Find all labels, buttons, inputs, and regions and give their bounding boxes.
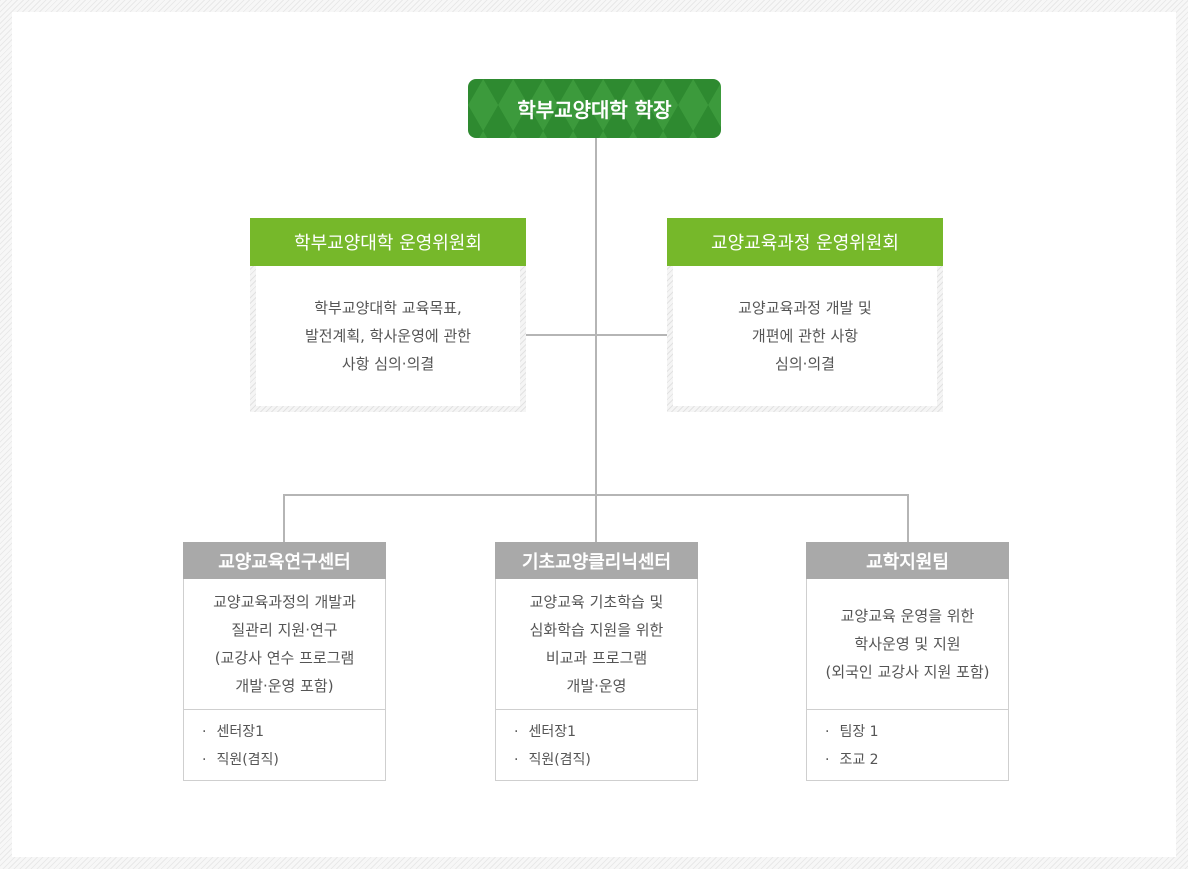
bullet-icon: · <box>202 724 207 740</box>
description-line: 교양교육과정의 개발과 <box>213 593 356 611</box>
unit-staff-list: · 팀장 1 · 조교 2 <box>825 718 1005 774</box>
bullet-icon: · <box>825 724 830 740</box>
staff-text: 센터장1 <box>216 724 265 740</box>
committee-curriculum: 교양교육과정 운영위원회 교양교육과정 개발 및 개편에 관한 사항 심의·의결 <box>667 218 943 412</box>
connector-unit-right <box>907 494 909 543</box>
description-line: 교양교육과정 개발 및 <box>738 299 872 317</box>
unit-title: 교학지원팀 <box>806 542 1009 579</box>
committee-description: 교양교육과정 개발 및 개편에 관한 사항 심의·의결 <box>673 266 937 406</box>
committee-title: 학부교양대학 운영위원회 <box>250 218 526 266</box>
unit-description: 교양교육 기초학습 및 심화학습 지원을 위한 비교과 프로그램 개발·운영 <box>496 579 697 710</box>
unit-clinic-center: 기초교양클리닉센터 교양교육 기초학습 및 심화학습 지원을 위한 비교과 프로… <box>495 542 698 781</box>
bullet-icon: · <box>202 752 207 768</box>
committee-title: 교양교육과정 운영위원회 <box>667 218 943 266</box>
unit-title: 교양교육연구센터 <box>183 542 386 579</box>
description-line: 학사운영 및 지원 <box>854 635 961 653</box>
description-line: 교양교육 기초학습 및 <box>529 593 664 611</box>
description-line: 심화학습 지원을 위한 <box>529 621 664 639</box>
description-line: 비교과 프로그램 <box>545 649 648 667</box>
connector-units-horizontal <box>283 494 909 496</box>
staff-item: · 조교 2 <box>825 746 1005 774</box>
unit-academic-support-team: 교학지원팀 교양교육 운영을 위한 학사운영 및 지원 (외국인 교강사 지원 … <box>806 542 1009 781</box>
description-line: 질관리 지원·연구 <box>231 621 338 639</box>
dean-box: 학부교양대학 학장 <box>468 79 721 138</box>
unit-staff-list: · 센터장1 · 직원(겸직) <box>202 718 382 774</box>
bullet-icon: · <box>514 752 519 768</box>
staff-text: 센터장1 <box>528 724 577 740</box>
staff-item: · 직원(겸직) <box>202 746 382 774</box>
staff-item: · 직원(겸직) <box>514 746 694 774</box>
committee-college: 학부교양대학 운영위원회 학부교양대학 교육목표, 발전계획, 학사운영에 관한… <box>250 218 526 412</box>
unit-research-center: 교양교육연구센터 교양교육과정의 개발과 질관리 지원·연구 (교강사 연수 프… <box>183 542 386 781</box>
dean-title: 학부교양대학 학장 <box>517 98 672 122</box>
connector-unit-left <box>283 494 285 543</box>
description-line: 개편에 관한 사항 <box>751 327 859 345</box>
staff-text: 직원(겸직) <box>528 752 591 768</box>
unit-description: 교양교육과정의 개발과 질관리 지원·연구 (교강사 연수 프로그램 개발·운영… <box>184 579 385 710</box>
connector-main-vertical <box>595 138 597 543</box>
description-line: (외국인 교강사 지원 포함) <box>825 663 990 681</box>
bullet-icon: · <box>514 724 519 740</box>
connector-committee-horizontal <box>526 334 667 336</box>
description-line: 개발·운영 포함) <box>235 677 334 695</box>
unit-staff-list: · 센터장1 · 직원(겸직) <box>514 718 694 774</box>
committee-description: 학부교양대학 교육목표, 발전계획, 학사운영에 관한 사항 심의·의결 <box>256 266 520 406</box>
description-line: 교양교육 운영을 위한 <box>840 607 975 625</box>
staff-item: · 팀장 1 <box>825 718 1005 746</box>
staff-item: · 센터장1 <box>514 718 694 746</box>
staff-text: 직원(겸직) <box>216 752 279 768</box>
staff-text: 팀장 1 <box>839 724 879 740</box>
staff-item: · 센터장1 <box>202 718 382 746</box>
description-line: (교강사 연수 프로그램 <box>214 649 355 667</box>
description-line: 발전계획, 학사운영에 관한 <box>304 327 472 345</box>
unit-description: 교양교육 운영을 위한 학사운영 및 지원 (외국인 교강사 지원 포함) <box>807 579 1008 710</box>
bullet-icon: · <box>825 752 830 768</box>
unit-title: 기초교양클리닉센터 <box>495 542 698 579</box>
staff-text: 조교 2 <box>839 752 879 768</box>
description-line: 학부교양대학 교육목표, <box>314 299 462 317</box>
description-line: 심의·의결 <box>775 355 835 373</box>
description-line: 사항 심의·의결 <box>341 355 435 373</box>
description-line: 개발·운영 <box>566 677 627 695</box>
